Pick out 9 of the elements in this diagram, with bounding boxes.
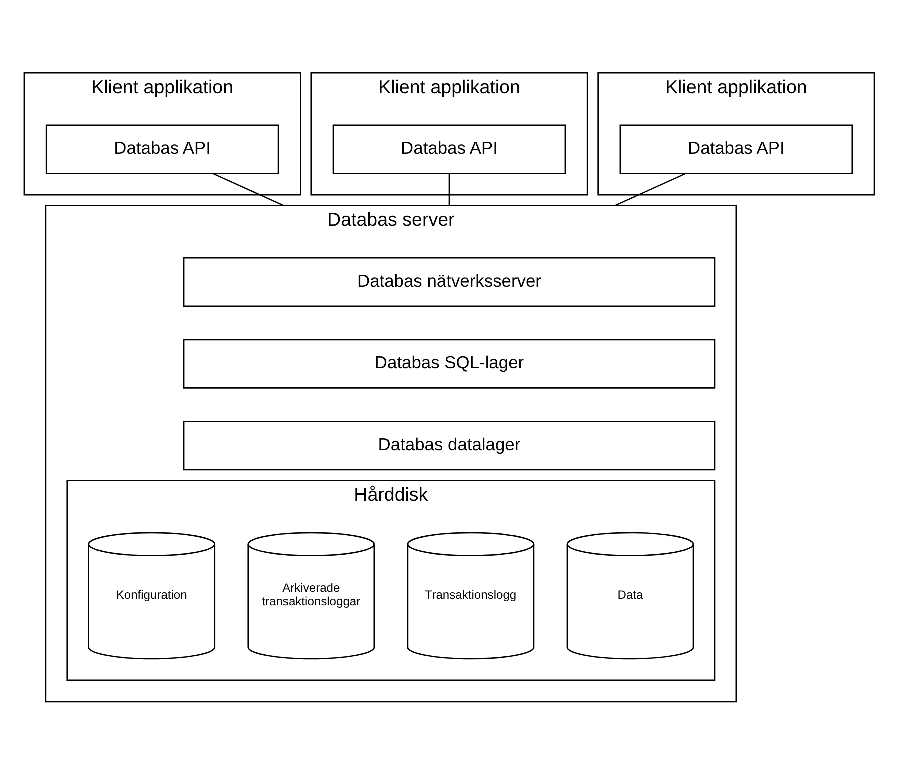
- node-box: Databas nätverksserver: [183, 256, 716, 307]
- connector: [448, 174, 450, 206]
- node-box: Databas API: [332, 124, 566, 174]
- connector: [212, 172, 284, 206]
- connector: [614, 172, 686, 206]
- node-box: Databas SQL-lager: [183, 338, 716, 388]
- node-box: Databas API: [46, 124, 280, 174]
- node-box: Databas datalager: [183, 420, 716, 470]
- node-box: Databas API: [620, 124, 854, 174]
